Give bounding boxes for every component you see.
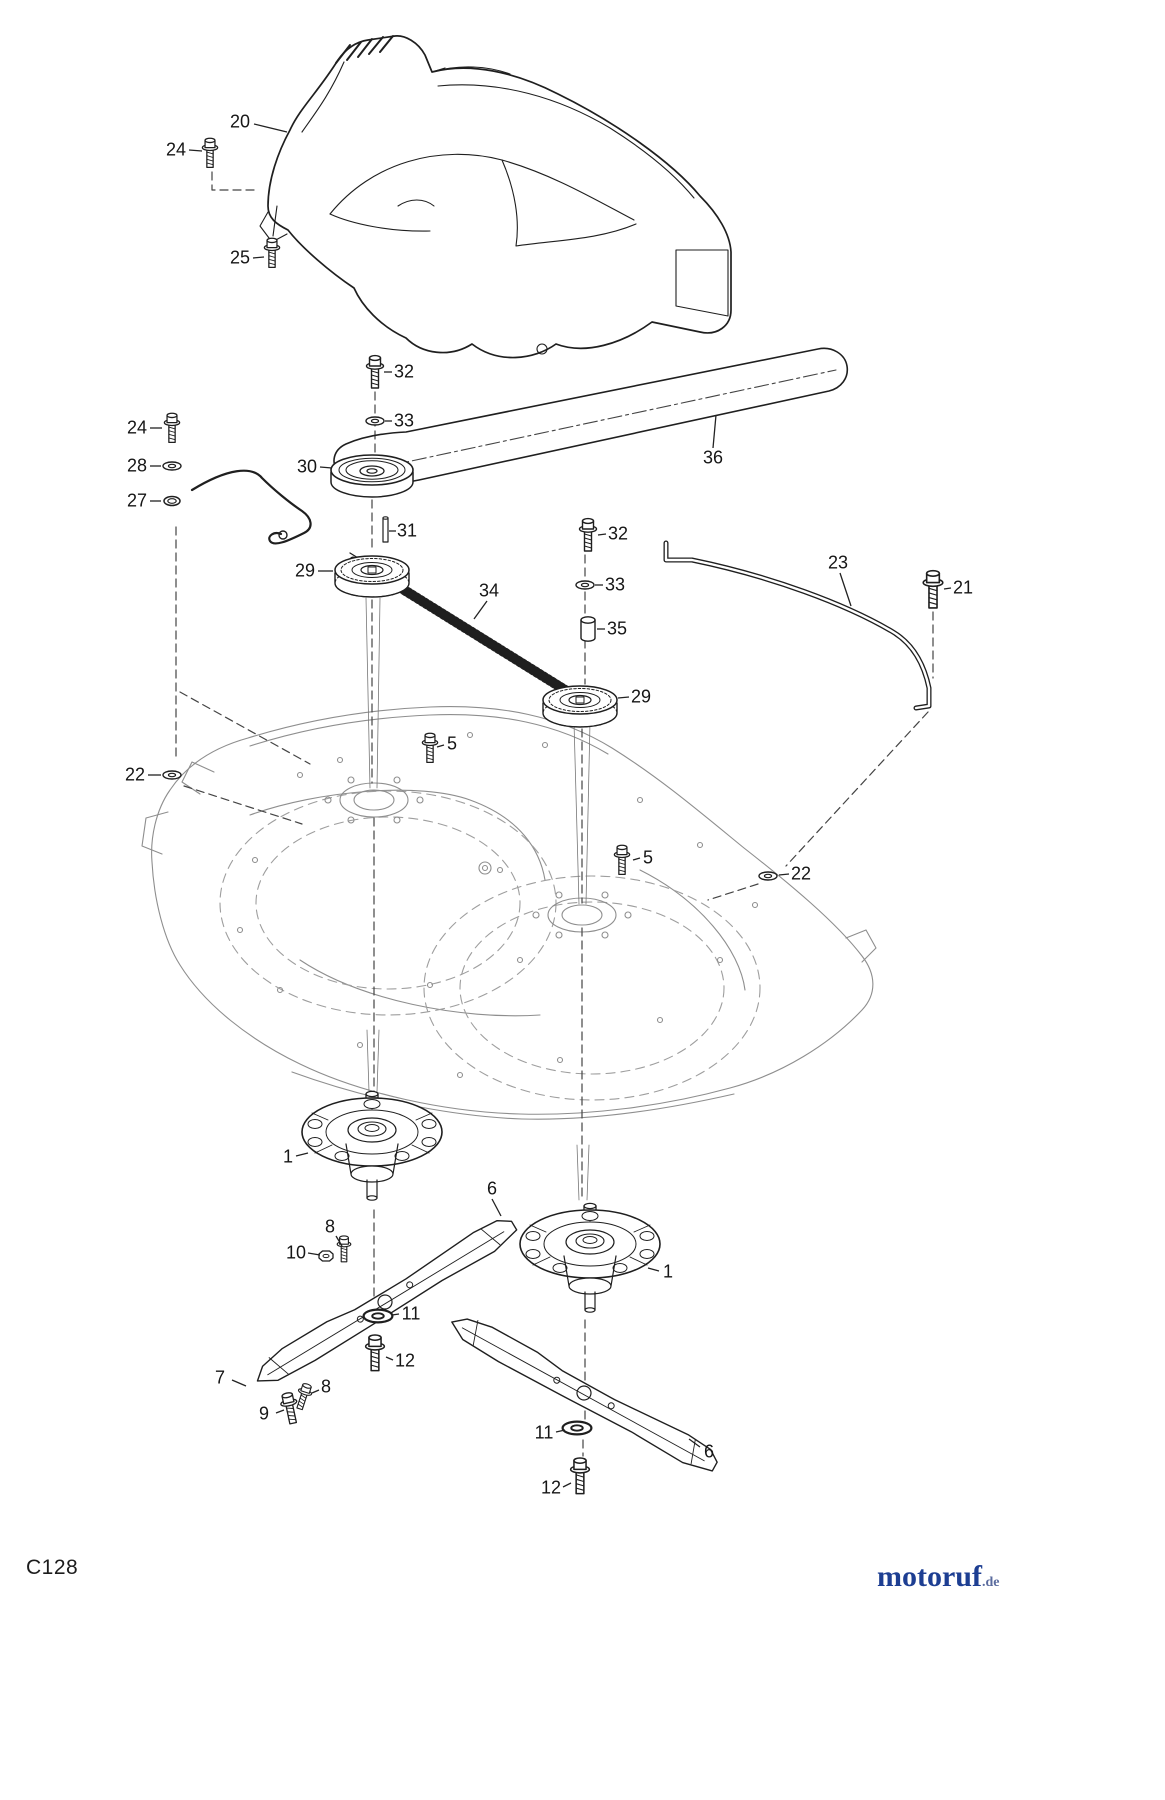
washer-33-right: [575, 580, 595, 590]
bolt-12-left: [364, 1334, 386, 1372]
ring-27: [163, 495, 181, 507]
wire-link: [190, 469, 312, 545]
toothed-pulley-29-left: [334, 555, 410, 598]
toothed-pulley-29-right: [542, 685, 618, 728]
spacer-35: [580, 616, 596, 642]
washer-28: [162, 461, 182, 471]
mower-deck-housing: [141, 706, 877, 1120]
bolt-8-b: [292, 1381, 315, 1412]
washer-11-left: [362, 1308, 394, 1324]
washer-22-right: [758, 871, 778, 881]
idler-pulley-30: [330, 454, 414, 498]
page-code: C128: [26, 1556, 79, 1579]
bolt-21: [922, 569, 944, 609]
bolt-25: [263, 237, 281, 269]
deck-holes: [236, 731, 759, 1079]
washer-22-left: [162, 770, 182, 780]
bolt-8-a: [336, 1235, 352, 1263]
drive-belt-36: [333, 347, 849, 484]
assembly-axis-lines: [175, 171, 934, 1457]
bolt-12-right: [569, 1457, 591, 1495]
washer-33-idler: [365, 416, 385, 426]
bolt-32-right: [578, 517, 598, 552]
bolt-32-idler: [365, 354, 385, 389]
blade-6-right: [445, 1307, 723, 1479]
blade-6-left: [248, 1212, 522, 1392]
spindle-assembly-1-right: [519, 1202, 661, 1313]
washer-11-right: [561, 1420, 593, 1436]
bolt-5-right: [613, 844, 631, 876]
roll-pin-31: [382, 516, 389, 543]
brand-name[interactable]: motoruf: [877, 1560, 982, 1593]
brand-suffix[interactable]: .de: [981, 1575, 1000, 1590]
bolt-24-left: [163, 412, 181, 444]
screw-24-top: [201, 137, 219, 169]
bolt-5-left: [421, 732, 439, 764]
shaft-guide-lines: [365, 597, 591, 1201]
spindle-mount-left: [324, 776, 424, 824]
bolt-25-line: [272, 205, 278, 237]
nut-10: [318, 1250, 334, 1262]
centerlines: [371, 369, 837, 701]
belt-cover-20: [259, 35, 732, 359]
spindle-assembly-1-left: [301, 1090, 443, 1201]
brand-logo[interactable]: motoruf.de: [877, 1562, 999, 1592]
bracket-23: [663, 540, 932, 711]
